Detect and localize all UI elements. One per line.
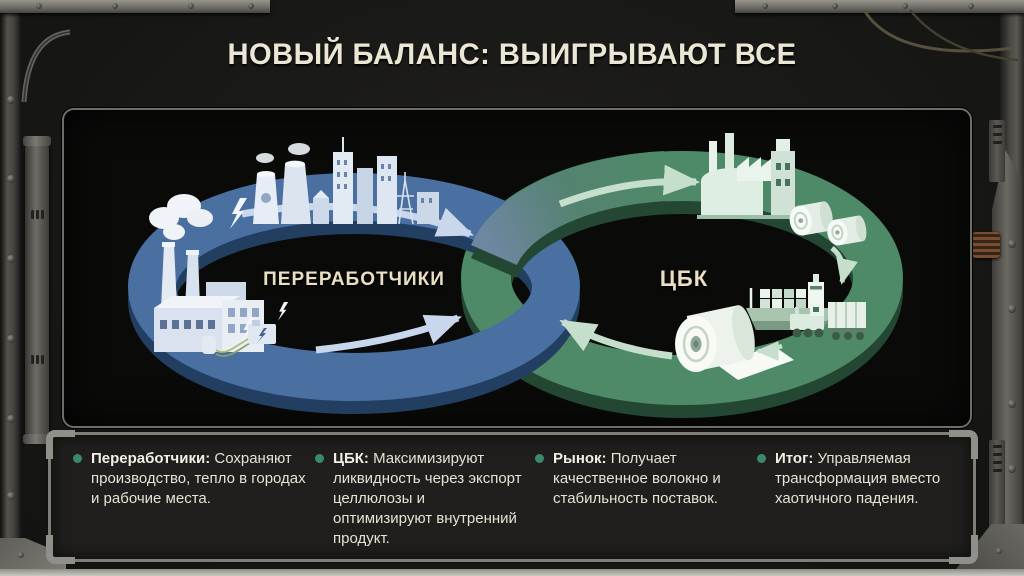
rivet-icon bbox=[1008, 240, 1016, 248]
rivet-icon bbox=[7, 335, 15, 343]
legend-item-processors: Переработчики:Сохраняют производство, те… bbox=[73, 449, 311, 509]
paper-roll-sheet-icon bbox=[675, 305, 794, 380]
paper-mill-icon bbox=[697, 133, 799, 219]
lightning-icon bbox=[278, 302, 289, 321]
corner-bracket bbox=[949, 535, 978, 564]
bullet-dot-icon bbox=[535, 454, 544, 463]
flow-arrow-blue-bottom bbox=[315, 314, 462, 354]
corner-bracket bbox=[46, 535, 75, 564]
rivet-icon bbox=[7, 96, 15, 104]
freight-train-icon bbox=[790, 302, 866, 340]
legend-item-text: Переработчики:Сохраняют производство, те… bbox=[91, 449, 311, 509]
flow-arrow-green-small bbox=[755, 341, 783, 361]
legend-item-lead: ЦБК: bbox=[333, 450, 369, 467]
metal-bar-top-left bbox=[0, 0, 270, 13]
screw-icon bbox=[36, 3, 42, 9]
right-loop-label: ЦБК bbox=[659, 266, 709, 291]
legend-panel: Переработчики:Сохраняют производство, те… bbox=[46, 430, 978, 564]
screw-icon bbox=[188, 3, 194, 9]
smoking-factory-icon bbox=[149, 194, 264, 354]
legend-item-lead: Рынок: bbox=[553, 450, 607, 467]
rivet-icon bbox=[1008, 305, 1016, 313]
screw-icon bbox=[18, 552, 24, 558]
left-loop-label: ПЕРЕРАБОТЧИКИ bbox=[263, 269, 445, 290]
infinity-loop-diagram-panel: ПЕРЕРАБОТЧИКИ ЦБК bbox=[62, 108, 972, 428]
bullet-dot-icon bbox=[73, 454, 82, 463]
infinity-loop-graphic bbox=[128, 133, 903, 418]
legend-item-market: Рынок:Получает качественное волокно и ст… bbox=[535, 449, 753, 509]
rivet-icon bbox=[7, 255, 15, 263]
legend-item-body: Сохраняют производство, тепло в городах … bbox=[91, 450, 306, 507]
rivet-icon bbox=[1008, 400, 1016, 408]
rivet-icon bbox=[7, 415, 15, 423]
legend-item-text: Рынок:Получает качественное волокно и ст… bbox=[553, 449, 753, 509]
vent-grille-icon bbox=[989, 440, 1005, 532]
screw-icon bbox=[968, 3, 974, 9]
paper-rolls-icon bbox=[789, 201, 867, 246]
flow-arrow-green-down bbox=[830, 246, 858, 285]
vent-grille-icon bbox=[989, 120, 1005, 182]
legend-item-lead: Итог: bbox=[775, 450, 814, 467]
legend-item-text: ЦБК:Максимизируют ликвидность через эксп… bbox=[333, 449, 527, 549]
legend-item-text: Итог:Управляемая трансформация вместо ха… bbox=[775, 449, 969, 509]
copper-coil-icon bbox=[972, 232, 1000, 258]
legend-item-body: Управляемая трансформация вместо хаотичн… bbox=[775, 450, 941, 507]
screw-icon bbox=[248, 3, 254, 9]
legend-item-mills: ЦБК:Максимизируют ликвидность через эксп… bbox=[315, 449, 527, 549]
rivet-icon bbox=[7, 175, 15, 183]
bullet-dot-icon bbox=[315, 454, 324, 463]
metal-bar-bottom bbox=[0, 569, 1024, 576]
corner-bracket bbox=[46, 430, 75, 459]
city-skyline-icon bbox=[253, 137, 439, 225]
bullet-dot-icon bbox=[757, 454, 766, 463]
legend-item-body: Получает качественное волокно и стабильн… bbox=[553, 450, 721, 507]
rivet-icon bbox=[7, 492, 15, 500]
legend-item-body: Максимизируют ликвидность через экспорт … bbox=[333, 450, 522, 547]
screw-icon bbox=[996, 548, 1002, 554]
screw-icon bbox=[112, 3, 118, 9]
pipe-icon bbox=[23, 136, 51, 444]
screw-icon bbox=[832, 3, 838, 9]
page-title: НОВЫЙ БАЛАНС: ВЫИГРЫВАЮТ ВСЕ bbox=[227, 38, 797, 71]
metal-frame-left bbox=[0, 0, 22, 576]
screw-icon bbox=[902, 3, 908, 9]
corner-bracket bbox=[949, 430, 978, 459]
metal-bar-top-right bbox=[735, 0, 1024, 13]
screw-icon bbox=[762, 3, 768, 9]
flow-arrow-green-top bbox=[558, 164, 701, 208]
legend-item-lead: Переработчики: bbox=[91, 450, 211, 467]
rivet-icon bbox=[1008, 465, 1016, 473]
flow-arrow-green-left bbox=[559, 318, 673, 360]
legend-item-result: Итог:Управляемая трансформация вместо ха… bbox=[757, 449, 969, 509]
loop-crossing bbox=[471, 151, 667, 279]
power-transformer-icon bbox=[215, 320, 276, 357]
